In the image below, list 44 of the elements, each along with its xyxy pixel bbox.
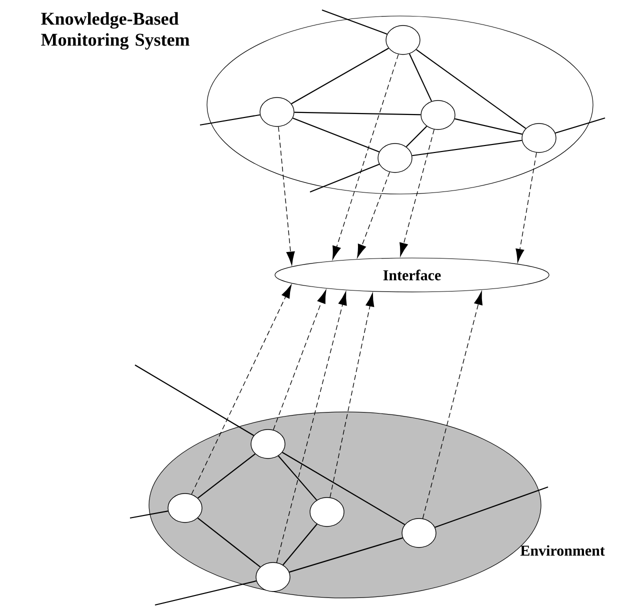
connector-line [291,48,389,104]
connector-line [434,486,548,528]
connector-line [278,456,318,500]
connector-line [322,9,388,35]
connector-line [555,117,606,134]
network-node-circle [378,143,412,173]
heading: Environment [520,545,605,556]
dashed-arrow [191,284,292,495]
connector-line [408,54,432,102]
dashed-arrow [332,54,399,260]
network-node-circle [420,100,456,130]
connector-line [154,580,256,606]
connector-line [310,164,380,192]
network-node-circle [250,429,286,459]
connector-line [198,453,256,498]
connector-line [289,537,403,573]
network-node-circle [402,518,436,548]
connector-line [416,49,526,129]
dashed-arrow [422,291,483,519]
connector-line [282,452,405,526]
connector-line [294,112,421,116]
dashed-arrow [516,152,537,262]
network-node-circle [260,97,294,127]
dashed-arrow [357,172,390,258]
connector-line [282,524,318,566]
dashed-arrow [400,129,434,256]
connector-line [292,118,380,152]
dashed-arrow [330,292,374,498]
heading: Knowledge-Based Monitoring System [41,12,190,50]
connector-line [134,364,254,436]
connector-line [130,510,168,519]
network-node-circle [168,493,202,523]
connector-line [200,114,260,126]
dashed-arrow [276,292,347,563]
dashed-arrow [272,290,326,430]
network-node-circle [386,25,420,55]
connector-line [197,518,261,568]
connector-line [412,140,522,156]
network-node-circle [310,497,344,527]
network-node-circle [256,562,290,592]
dashed-arrow [278,126,295,266]
network-node-circle [522,123,556,153]
connector-line [454,118,522,135]
connector-line [406,126,428,148]
